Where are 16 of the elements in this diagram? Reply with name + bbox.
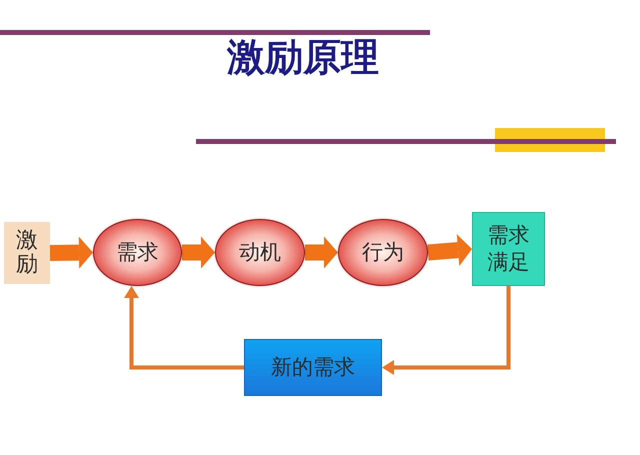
- node-label: 新的需求: [271, 354, 355, 381]
- result-box: [472, 212, 545, 286]
- block-arrow: [427, 234, 472, 266]
- node-label: 行为: [362, 239, 404, 266]
- node-label: 激励: [16, 228, 38, 278]
- connector-arrow: [124, 286, 244, 370]
- block-arrow: [305, 236, 338, 268]
- node-label: 需求: [116, 239, 158, 266]
- block-arrow: [50, 236, 93, 269]
- connector-arrow: [382, 286, 510, 375]
- title: 激励原理: [227, 34, 379, 80]
- node-label: 需求满足: [488, 222, 530, 276]
- stimulus-box: [4, 222, 50, 284]
- block-arrow: [182, 236, 215, 268]
- process-box: [244, 339, 382, 396]
- node-label: 动机: [239, 239, 281, 266]
